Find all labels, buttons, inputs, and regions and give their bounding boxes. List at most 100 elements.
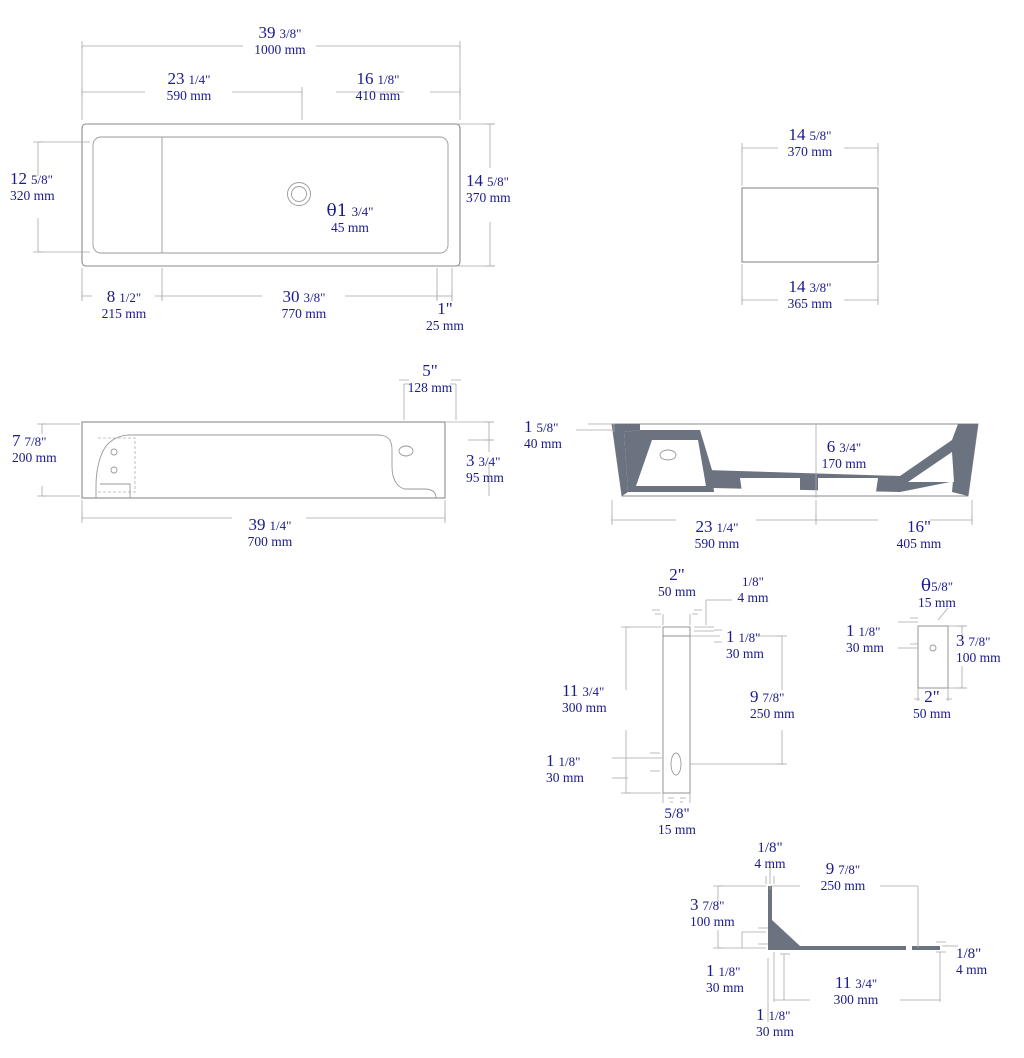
dim-value-metric: 300 mm <box>833 991 879 1007</box>
front-right-span-dim: 16" 405 mm <box>876 518 962 551</box>
dim-value-metric: 30 mm <box>726 645 764 661</box>
side-right-height-dim: 3 3/4" 95 mm <box>466 452 504 485</box>
dim-value-imperial-whole: θ1 <box>326 201 348 221</box>
dim-value-metric: 4 mm <box>737 589 769 605</box>
dim-value-metric: 405 mm <box>896 535 942 551</box>
dim-value-metric: 40 mm <box>524 435 562 451</box>
dim-value-metric: 300 mm <box>562 699 607 715</box>
dim-value-metric: 50 mm <box>658 583 696 599</box>
dim-value-imperial-whole: 14 <box>466 171 483 190</box>
dim-value-metric: 45 mm <box>331 219 369 235</box>
dim-value-imperial-whole: 9 <box>750 687 759 706</box>
dim-value-metric: 100 mm <box>690 913 735 929</box>
faucet-slot-height-dim: 1 1/8" 30 mm <box>546 752 584 785</box>
dim-value-imperial-fraction: 3/8" <box>303 290 326 305</box>
faucet-cap-height-dim: 1 1/8" 30 mm <box>726 628 764 661</box>
dim-value-imperial-fraction: 5/8" <box>487 174 509 189</box>
dim-value-imperial-whole: 39 <box>258 23 276 42</box>
faucet-top-width-dim: 2" 50 mm <box>638 566 716 599</box>
dim-value-metric: 770 mm <box>281 305 327 321</box>
dim-value-metric: 370 mm <box>787 143 833 159</box>
dim-value-imperial-fraction: 3/4" <box>839 440 862 455</box>
bracket-section-geometry <box>713 860 958 1022</box>
dim-value-imperial-whole: 2" <box>924 687 940 706</box>
dim-value-metric: 250 mm <box>750 705 795 721</box>
faucet-elevation-geometry <box>612 599 787 803</box>
dim-value-metric: 1000 mm <box>254 41 306 57</box>
dim-value-imperial-fraction: 3/8" <box>809 280 832 295</box>
dim-value-imperial-fraction: 7/8" <box>838 862 861 877</box>
dim-value-metric: 100 mm <box>956 649 1001 665</box>
plan-overall-width-dim: 39 3/8" 1000 mm <box>243 24 317 57</box>
dim-value-imperial-whole: 11 <box>562 681 579 700</box>
dim-value-imperial-whole: 7 <box>12 431 21 450</box>
faucet-body-height-dim: 11 3/4" 300 mm <box>562 682 607 715</box>
side-length-dim: 39 1/4" 700 mm <box>228 516 312 549</box>
faucetside-depth-dim: θ5/8" 15 mm <box>898 577 976 610</box>
dim-value-metric: 590 mm <box>166 87 212 103</box>
dim-value-imperial-fraction: 7/8" <box>968 634 991 649</box>
dim-value-metric: 128 mm <box>407 379 453 395</box>
dim-value-metric: 700 mm <box>247 533 293 549</box>
dim-value-imperial-fraction: 1/4" <box>188 72 211 87</box>
plan-overall-depth-dim: 14 5/8" 370 mm <box>466 172 511 205</box>
dim-value-imperial-whole: 1 <box>726 627 735 646</box>
dim-value-metric: 200 mm <box>12 449 57 465</box>
dim-value-imperial-whole: 12 <box>10 169 27 188</box>
dim-value-imperial-whole: 1 <box>524 417 533 436</box>
dim-value-imperial-fraction: 1/4" <box>269 518 292 533</box>
dim-value-imperial-whole: 9 <box>825 859 835 878</box>
dim-value-imperial-whole: 23 <box>695 517 713 536</box>
plan-inner-depth-dim: 12 5/8" 320 mm <box>10 170 55 203</box>
plan-right-segment-dim: 16 1/8" 410 mm <box>334 70 422 103</box>
dim-value-metric: 30 mm <box>706 979 744 995</box>
dim-value-metric: 215 mm <box>101 305 147 321</box>
dim-value-imperial-whole: 14 <box>788 277 806 296</box>
dim-value-metric: 30 mm <box>846 639 884 655</box>
bracket-vertical-leg-dim: 3 7/8" 100 mm <box>690 896 735 929</box>
bracket-left-offset-dim: 1 1/8" 30 mm <box>706 962 744 995</box>
front-rim-thickness-dim: 1 5/8" 40 mm <box>524 418 562 451</box>
plan-drain-diameter-dim: θ1 3/4" 45 mm <box>295 201 405 235</box>
faucetside-bottom-width-dim: 2" 50 mm <box>892 688 972 721</box>
dim-value-imperial-fraction: 3/4" <box>582 684 605 699</box>
end-plan-view-geometry <box>741 143 879 305</box>
dim-value-metric: 25 mm <box>426 317 464 333</box>
dim-value-metric: 365 mm <box>787 295 833 311</box>
plan-edge-thickness-dim: 1" 25 mm <box>404 300 486 333</box>
bracket-bottom-offset-dim: 1 1/8" 30 mm <box>756 1006 794 1039</box>
dim-value-imperial-fraction: 1/8" <box>738 630 761 645</box>
plan-basin-length-dim: 30 3/8" 770 mm <box>254 288 354 321</box>
dim-value-metric: 590 mm <box>694 535 740 551</box>
faucetside-left-offset-dim: 1 1/8" 30 mm <box>846 622 884 655</box>
plan-left-offset-dim: 8 1/2" 215 mm <box>76 288 172 321</box>
dim-value-imperial-fraction: 5/8" <box>931 579 954 594</box>
dim-value-metric: 15 mm <box>918 594 956 610</box>
plan-left-segment-dim: 23 1/4" 590 mm <box>145 70 233 103</box>
dim-value-imperial-whole: 39 <box>248 515 266 534</box>
dim-value-metric: 170 mm <box>821 455 867 471</box>
side-height-dim: 7 7/8" 200 mm <box>12 432 57 465</box>
front-elevation-geometry <box>576 423 979 525</box>
dim-value-imperial-whole: 3 <box>956 631 965 650</box>
dim-value-imperial-whole: 16" <box>907 517 931 536</box>
faucet-cap-thickness-dim: 1/8" 4 mm <box>722 574 784 605</box>
dim-value-imperial-whole: 23 <box>167 69 185 88</box>
side-elevation-geometry <box>37 379 494 523</box>
dim-value-imperial-fraction: 1/2" <box>119 290 142 305</box>
dim-value-imperial-fraction: 3/4" <box>478 454 501 469</box>
dim-value-imperial-whole: 16 <box>356 69 374 88</box>
dim-value-imperial-whole: 1 <box>846 621 855 640</box>
dim-value-imperial-whole: 1 <box>756 1005 765 1024</box>
endplan-bottom-width-dim: 14 3/8" 365 mm <box>768 278 852 311</box>
dim-value-imperial-fraction: 3/4" <box>351 204 374 219</box>
dim-value-metric: 370 mm <box>466 189 511 205</box>
dim-value-imperial-whole: 3 <box>466 451 475 470</box>
dim-value-imperial-whole: 1 <box>706 961 715 980</box>
dim-value-imperial-fraction: 1/8" <box>377 72 400 87</box>
dim-value-metric: 50 mm <box>913 705 951 721</box>
dim-value-imperial-fraction: 1/4" <box>716 520 739 535</box>
dim-value-imperial-fraction: 5/8" <box>664 806 690 822</box>
